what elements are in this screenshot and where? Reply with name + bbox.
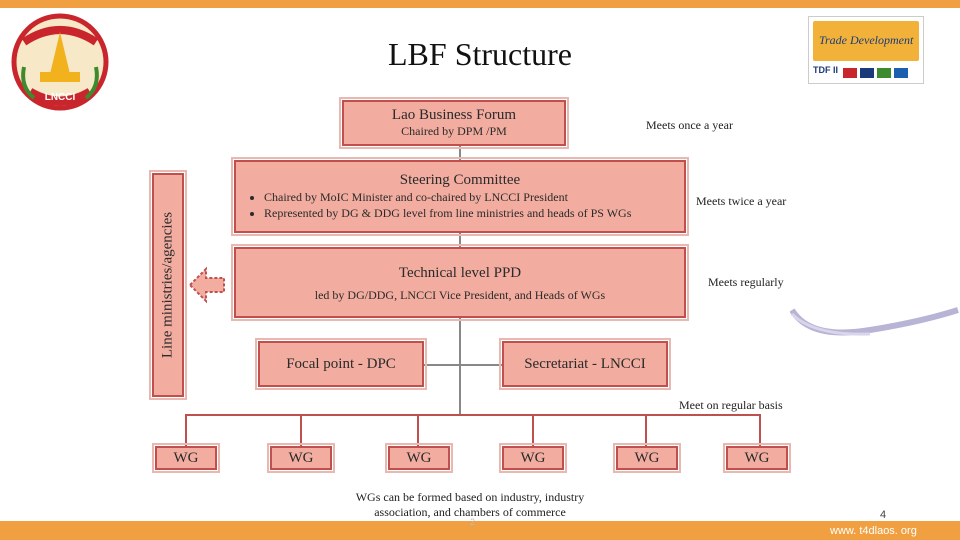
steering-bullet: Chaired by MoIC Minister and co-chaired … — [264, 190, 684, 205]
donor-flags — [843, 65, 919, 79]
line-ministries-box: Line ministries/agencies — [149, 170, 187, 400]
wg-box: WG — [152, 443, 220, 473]
connector-wg-1 — [185, 414, 187, 446]
technical-title: Technical level PPD — [398, 265, 522, 281]
page-number: 4 — [880, 509, 887, 521]
slide-title: LBF Structure — [388, 36, 572, 72]
connector-wg-3 — [417, 414, 419, 446]
wg-box: WG — [267, 443, 335, 473]
left-arrow-icon — [188, 266, 225, 304]
lbf-title: Lao Business Forum — [391, 107, 517, 123]
footnote-line: WGs can be formed based on industry, ind… — [355, 490, 585, 504]
wg-box: WG — [385, 443, 453, 473]
bottom-accent-bar — [0, 521, 960, 540]
connector-wg-6 — [759, 414, 761, 446]
focal-point-box: Focal point - DPC — [255, 338, 427, 390]
steering-title: Steering Committee — [399, 172, 521, 188]
footnote-line: association, and chambers of commerce — [374, 505, 566, 519]
brand-name: Trade Development — [819, 33, 914, 47]
lbf-subtitle: Chaired by DPM /PM — [401, 124, 507, 138]
technical-box: Technical level PPD led by DG/DDG, LNCCI… — [231, 244, 689, 321]
steering-bullet: Represented by DG & DDG level from line … — [264, 206, 684, 221]
wg-bus-line — [185, 414, 761, 416]
connector-wg-5 — [645, 414, 647, 446]
connector-steering-technical — [459, 233, 461, 247]
brand-banner: Trade Development — [813, 21, 919, 61]
secretariat-title: Secretariat - LNCCI — [524, 356, 646, 372]
wg-box: WG — [723, 443, 791, 473]
trade-development-logo: Trade Development TDF II — [808, 16, 924, 84]
wg-box: WG — [499, 443, 567, 473]
wg-meeting-note: Meet on regular basis — [679, 398, 783, 412]
connector-wg-4 — [532, 414, 534, 446]
secretariat-box: Secretariat - LNCCI — [499, 338, 671, 390]
technical-subtitle: led by DG/DDG, LNCCI Vice President, and… — [314, 288, 606, 302]
wg-box: WG — [613, 443, 681, 473]
website-url: www. t4dlaos. org — [830, 525, 917, 537]
line-ministries-label: Line ministries/agencies — [159, 211, 176, 359]
connector-technical-bus — [459, 318, 461, 416]
lbf-box: Lao Business Forum Chaired by DPM /PM — [339, 97, 569, 149]
svg-text:LNCCI: LNCCI — [45, 92, 76, 103]
small-number: 2 — [470, 517, 476, 527]
tdf-label: TDF II — [813, 65, 838, 75]
connector-lbf-steering — [459, 146, 461, 160]
lbf-meeting-note: Meets once a year — [646, 118, 733, 132]
decorative-swoosh — [790, 307, 959, 336]
steering-bullets: Chaired by MoIC Minister and co-chaired … — [236, 190, 684, 221]
lncci-logo: LNCCI — [11, 13, 109, 111]
technical-meeting-note: Meets regularly — [708, 275, 784, 289]
wg-footnote: WGs can be formed based on industry, ind… — [320, 490, 620, 520]
top-accent-bar — [0, 0, 960, 8]
connector-wg-2 — [300, 414, 302, 446]
steering-box: Steering Committee Chaired by MoIC Minis… — [231, 157, 689, 236]
connector-focal-secretariat — [424, 364, 502, 366]
focal-point-title: Focal point - DPC — [286, 356, 396, 372]
steering-meeting-note: Meets twice a year — [696, 194, 787, 208]
